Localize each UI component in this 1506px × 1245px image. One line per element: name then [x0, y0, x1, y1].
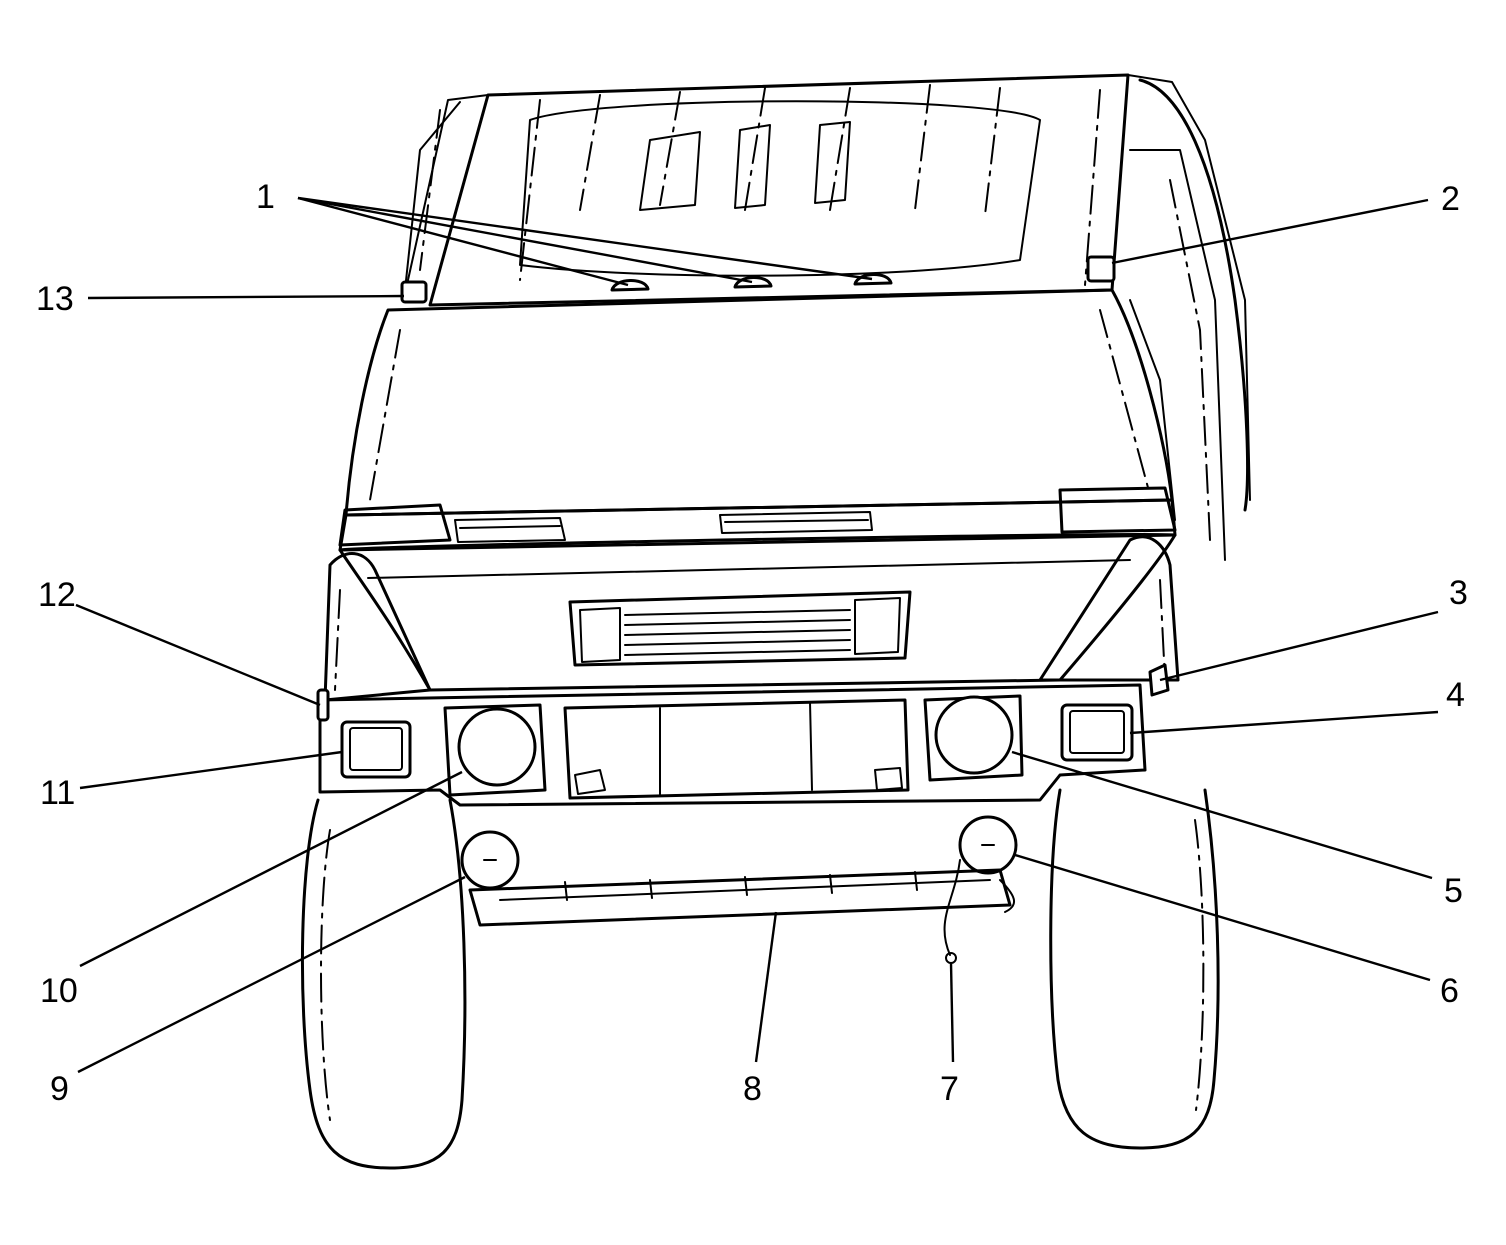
license-plate-area — [563, 698, 910, 800]
right-park-lamp — [1060, 703, 1134, 762]
left-fog-lamp — [460, 830, 520, 890]
callout-5: 5 — [1444, 872, 1463, 910]
callout-9: 9 — [50, 1070, 69, 1108]
right-headlamp — [923, 694, 1024, 782]
right-roof-clearance-lamp — [1086, 255, 1116, 283]
callout-8: 8 — [743, 1070, 762, 1108]
left-fender — [323, 552, 432, 702]
right-side-marker — [1148, 663, 1170, 697]
callout-1: 1 — [256, 178, 275, 216]
left-side-panel — [404, 101, 461, 291]
hood — [338, 533, 1177, 692]
callout-13: 13 — [36, 280, 74, 318]
right-side-panel — [1129, 78, 1250, 561]
callout-4: 4 — [1446, 676, 1465, 714]
right-fender — [1038, 535, 1180, 682]
left-front-tire — [300, 798, 467, 1170]
right-fog-lamp — [958, 815, 1018, 875]
front-fascia — [318, 683, 1147, 807]
callout-labels: 1 2 3 4 5 6 7 8 9 10 11 12 13 — [36, 178, 1468, 1108]
roof — [407, 73, 1251, 501]
callout-3: 3 — [1449, 574, 1468, 612]
windshield — [344, 288, 1174, 517]
callout-12: 12 — [38, 576, 76, 614]
callout-6: 6 — [1440, 972, 1459, 1010]
left-roof-clearance-lamp — [400, 280, 428, 304]
hood-vent — [568, 590, 912, 667]
right-front-tire — [1049, 788, 1220, 1150]
fog-lamp-harness — [468, 859, 1015, 964]
callout-2: 2 — [1441, 180, 1460, 218]
left-headlamp — [443, 703, 547, 797]
roof-marker-lamp-right — [853, 273, 893, 286]
leader-lines — [75, 196, 1439, 1074]
left-park-lamp — [340, 720, 412, 779]
callout-11: 11 — [40, 774, 75, 812]
callout-10: 10 — [40, 972, 78, 1010]
callout-7: 7 — [940, 1070, 959, 1108]
